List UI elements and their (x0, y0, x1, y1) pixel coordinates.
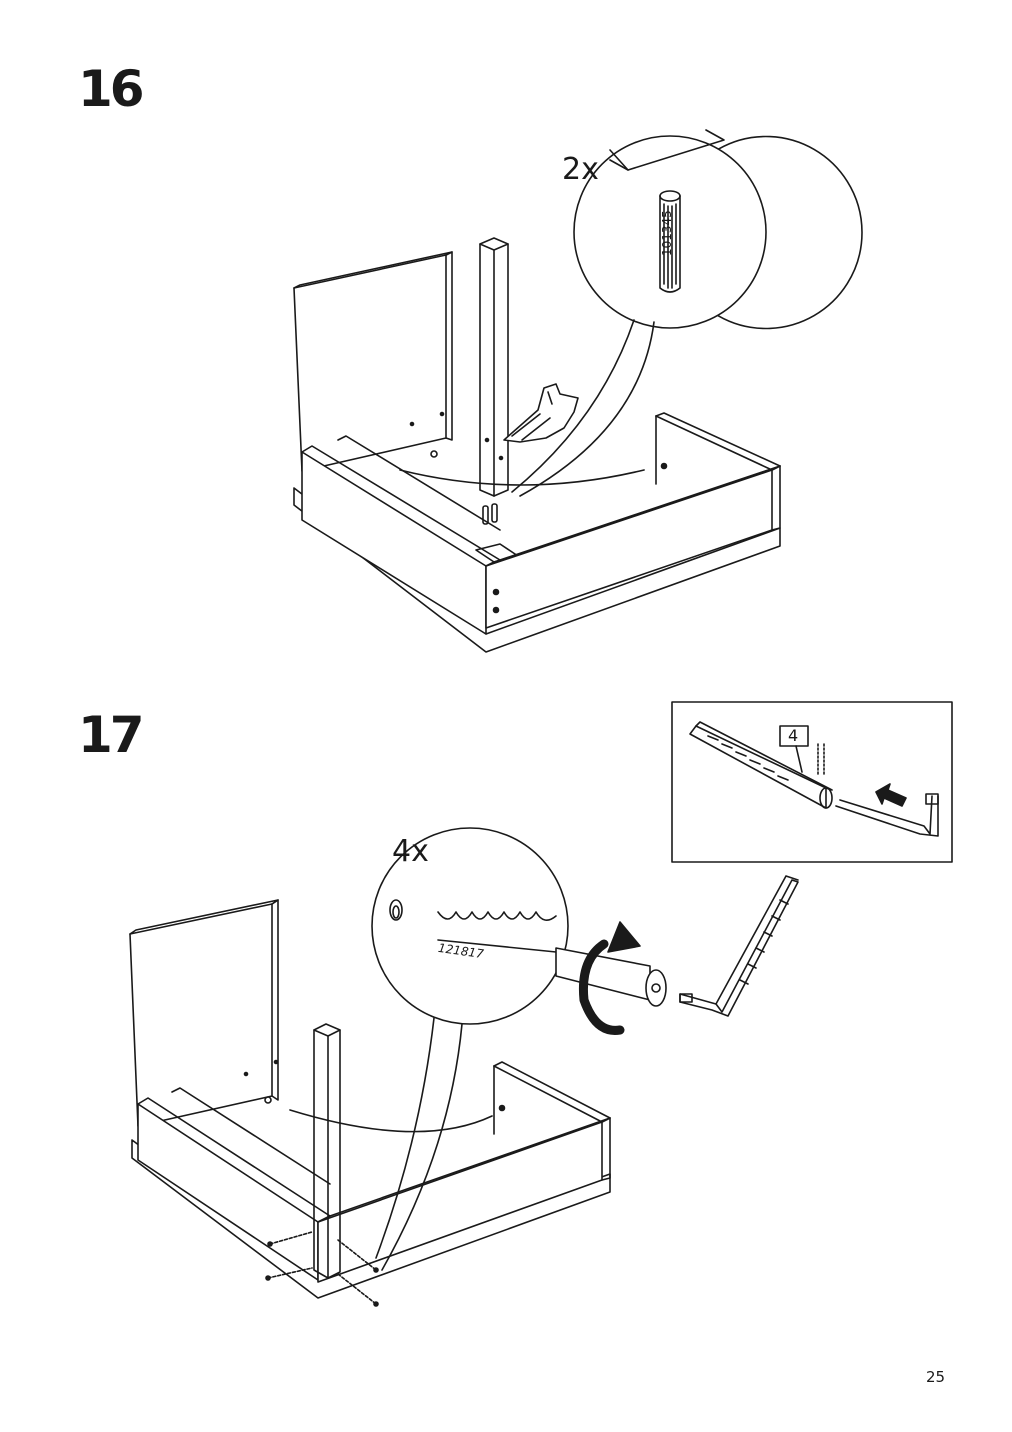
step16-leg (479, 237, 509, 525)
step16-part-number: 101345 (660, 210, 674, 256)
step17-leg (313, 1023, 341, 1279)
rotate-arrow-icon (578, 921, 641, 1035)
inset-label: 4 (788, 726, 799, 745)
allen-key-icon (679, 875, 799, 1017)
step-number-16: 16 (78, 60, 145, 118)
dowel-icon (659, 190, 681, 293)
step17-callout (371, 827, 667, 1271)
step17-screws (265, 1231, 379, 1307)
step17-inset-box (671, 701, 953, 863)
screw-icon (389, 899, 667, 1007)
page-number: 25 (926, 1368, 946, 1386)
step16-callout (511, 129, 863, 497)
step16-desk-frame (293, 251, 781, 653)
step-number-17: 17 (78, 706, 145, 764)
step17-quantity: 4x (392, 834, 429, 869)
step16-quantity: 2x (562, 152, 599, 187)
pointing-hand-icon (503, 383, 579, 443)
